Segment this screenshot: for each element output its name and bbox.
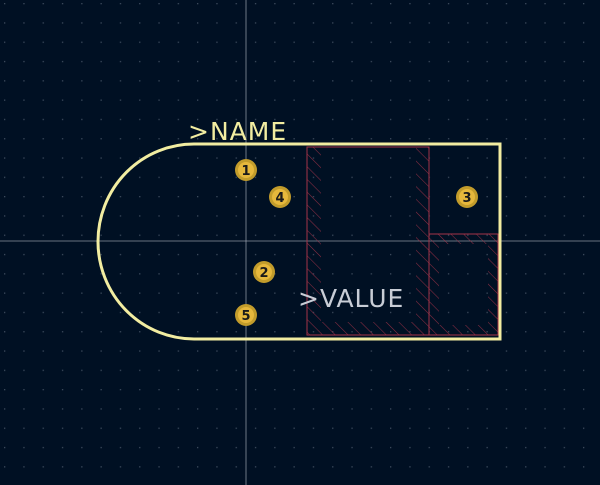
pad-3[interactable]: 3 (456, 186, 478, 208)
pad-5-number: 5 (241, 309, 250, 324)
name-field-text[interactable]: >NAME (188, 117, 287, 146)
pad-2[interactable]: 2 (253, 261, 275, 283)
silkscreen-outline[interactable] (96, 142, 502, 341)
value-field-text[interactable]: >VALUE (298, 284, 404, 313)
pad-1[interactable]: 1 (235, 159, 257, 181)
pad-4-number: 4 (275, 191, 284, 206)
pad-4[interactable]: 4 (269, 186, 291, 208)
pad-1-number: 1 (241, 164, 250, 179)
pad-3-number: 3 (462, 191, 471, 206)
courtyard-hatching (307, 147, 498, 335)
pad-5[interactable]: 5 (235, 304, 257, 326)
pad-2-number: 2 (259, 266, 268, 281)
